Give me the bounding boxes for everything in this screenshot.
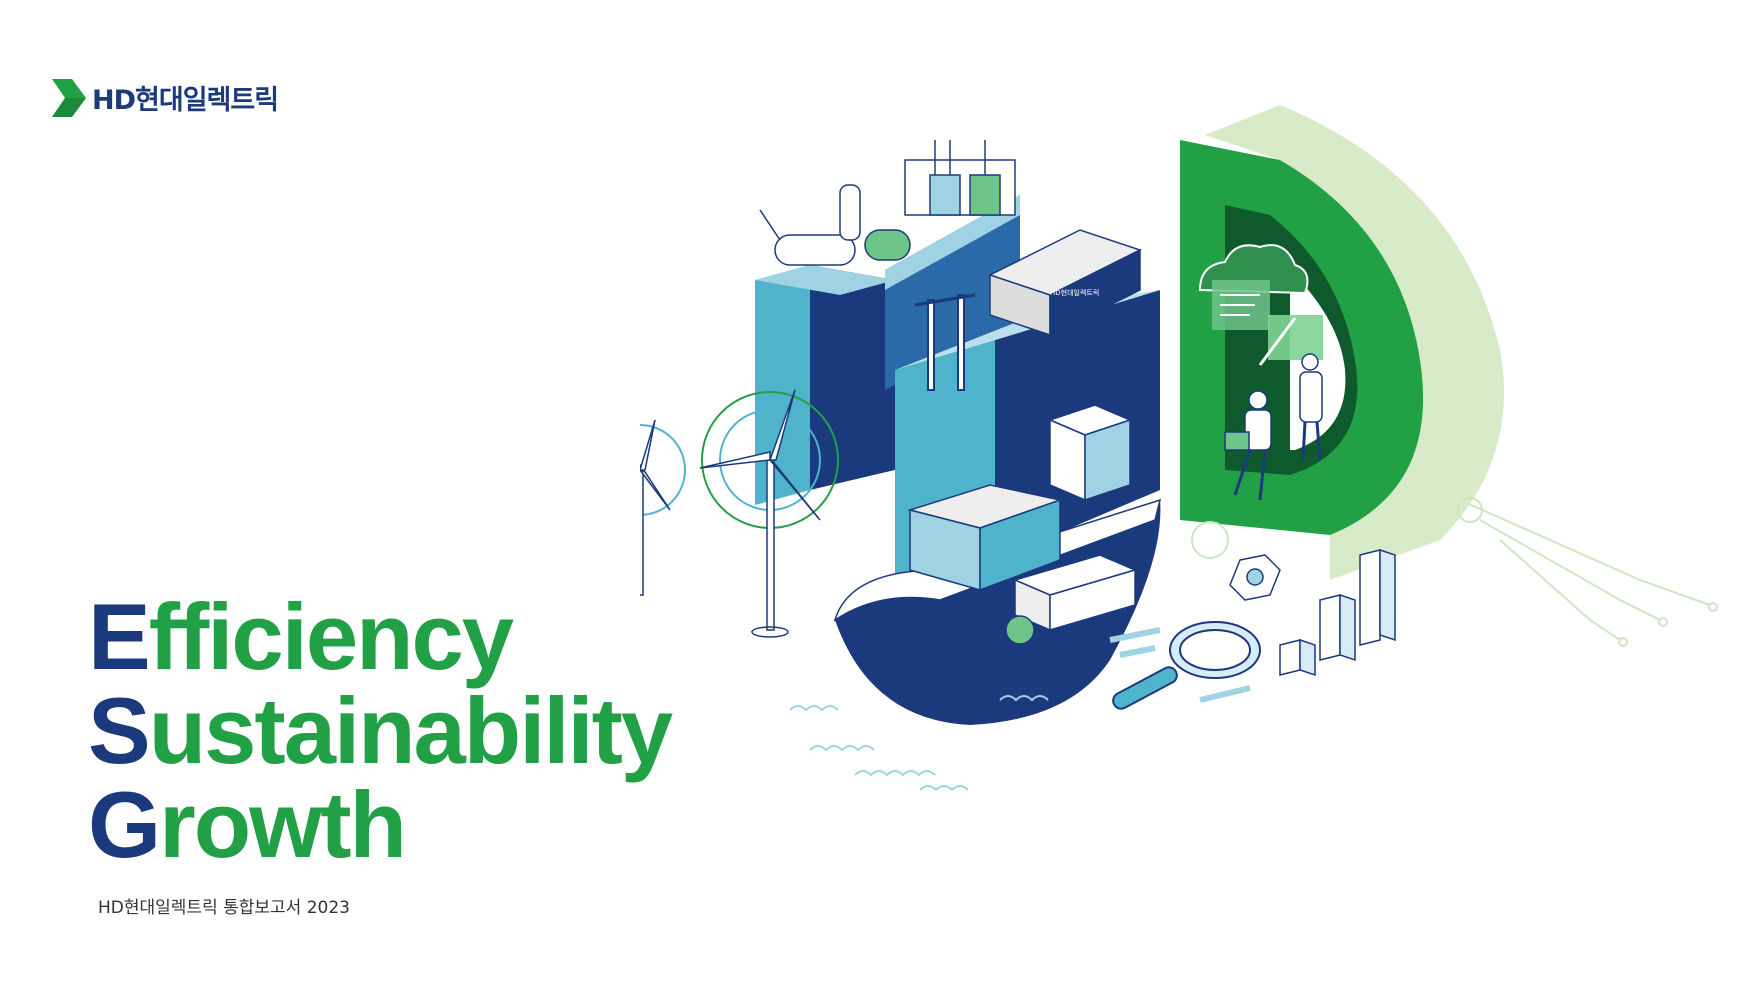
waves-icon <box>789 695 1049 792</box>
headline-sustainability: Sustainability <box>88 678 673 783</box>
company-logo: HD현대일렉트릭 <box>52 78 279 117</box>
gear-icon <box>1191 497 1483 559</box>
report-subtitle: HD현대일렉트릭 통합보고서 2023 <box>98 898 350 918</box>
motor-icon <box>1005 554 1138 645</box>
person-icon <box>1299 353 1323 461</box>
power-pole-icon <box>914 293 976 391</box>
bar-chart-icon <box>1279 548 1396 677</box>
growth-screen-icon <box>1268 315 1323 360</box>
logo-text: HD현대일렉트릭 <box>92 85 279 116</box>
letter-h-block <box>755 195 1020 505</box>
person-icon <box>1224 390 1272 501</box>
headline-efficiency: Efficiency <box>88 584 514 689</box>
letter-d-shape <box>1180 105 1504 580</box>
insulator-icon <box>759 184 911 266</box>
magnifier-icon <box>1109 621 1261 710</box>
wind-turbine-icon <box>640 419 686 596</box>
arrow-up-icon <box>1258 317 1297 366</box>
gear-icon <box>1229 554 1281 601</box>
wind-turbine-icon <box>699 389 839 638</box>
factory-sign: HD현대일렉트릭 <box>1050 288 1099 297</box>
cover-headline: Efficiency Sustainability Growth <box>88 584 673 877</box>
factory-icon: HD현대일렉트릭 <box>988 229 1142 337</box>
transformer-icon <box>904 140 1016 216</box>
chevron-logo-icon <box>52 78 86 117</box>
headline-growth: Growth <box>88 772 407 877</box>
cargo-ship-icon <box>833 404 1162 725</box>
cover-illustration: HD현대일렉트릭 <box>640 105 1718 792</box>
circuit-lines-icon <box>1459 499 1718 647</box>
